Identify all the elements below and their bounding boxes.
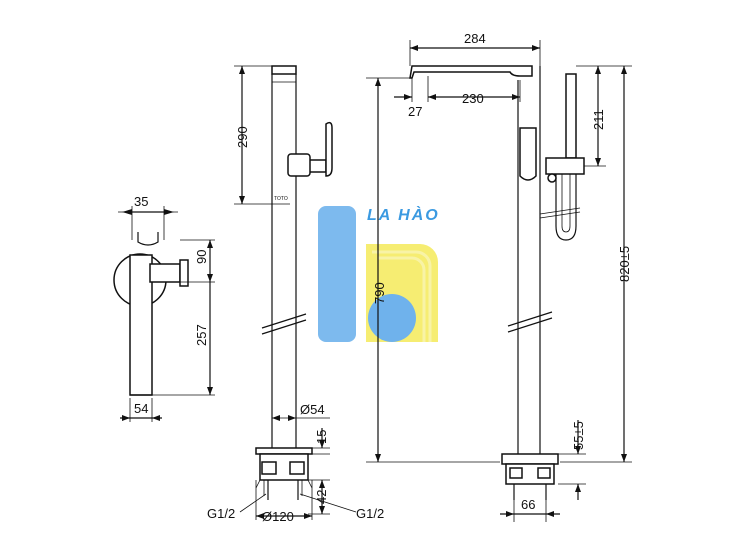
watermark-logo: LA HÀO	[318, 205, 440, 342]
dim-front-top-height: 290	[235, 126, 250, 148]
dim-profile-handshower-height: 211	[591, 109, 606, 130]
dim-side-outlet-height: 90	[194, 250, 209, 264]
watermark-yellow-stripe-2	[378, 256, 426, 342]
front-handle-lever	[325, 121, 333, 177]
profile-handle	[519, 127, 537, 181]
profile-base-plate	[501, 453, 559, 465]
dim-front-base-diameter: Ø120	[262, 509, 294, 524]
side-view: 35 90 257 54	[113, 194, 215, 422]
front-logo: TOTO	[274, 196, 288, 202]
front-top-cap	[271, 65, 297, 75]
dim-profile-base-width: 66	[521, 497, 535, 512]
watermark-blue-bar	[318, 206, 356, 342]
label-thread-left: G1/2	[207, 506, 235, 521]
profile-spout	[409, 65, 533, 79]
dim-front-base-height: 15	[314, 430, 329, 444]
dim-side-body-height: 257	[194, 324, 209, 346]
dim-profile-spout-height: 790	[372, 282, 387, 304]
dim-profile-total-height: 820±5	[617, 246, 632, 282]
profile-handshower	[565, 73, 577, 159]
dim-profile-spout-length: 284	[464, 31, 486, 46]
dim-side-width-bottom: 54	[134, 401, 148, 416]
watermark-blue-circle	[368, 294, 416, 342]
watermark-yellow-stripe-1	[372, 250, 432, 342]
side-body	[129, 254, 153, 396]
dim-side-width-top: 35	[134, 194, 148, 209]
dim-front-pipe-diameter: Ø54	[300, 402, 325, 417]
front-view: TOTO 290 Ø54 15	[207, 65, 384, 524]
profile-view: 284 230 27 790 211 820±5	[366, 31, 632, 522]
front-base-plate	[255, 447, 313, 455]
label-thread-right: G1/2	[356, 506, 384, 521]
dim-profile-spout-offset: 27	[408, 104, 422, 119]
dim-profile-base-height: 55±5	[571, 421, 586, 450]
profile-handshower-holder	[545, 157, 585, 175]
side-outlet	[149, 263, 181, 283]
dim-front-base-depth: 42	[314, 490, 329, 504]
watermark-text: LA HÀO	[367, 205, 440, 224]
dim-profile-spout-inner: 230	[462, 91, 484, 106]
